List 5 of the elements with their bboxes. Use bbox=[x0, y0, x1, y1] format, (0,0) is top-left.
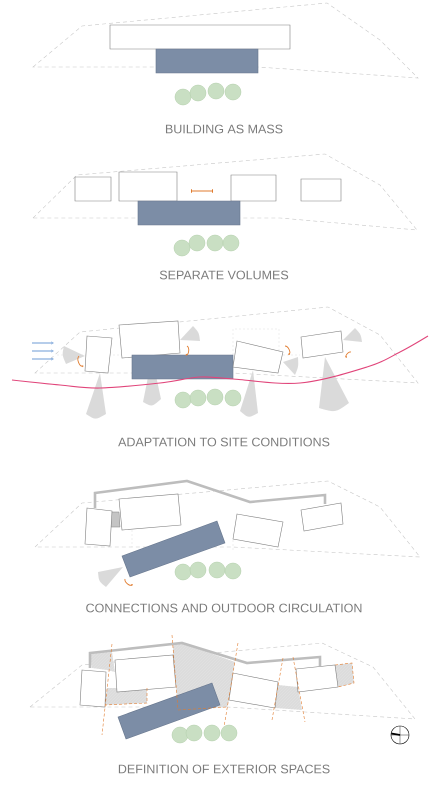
caption: BUILDING AS MASS bbox=[166, 124, 282, 134]
caption: CONNECTIONS AND OUTDOOR CIRCULATION bbox=[86, 604, 362, 612]
caption: DEFINITION OF EXTERIOR SPACES bbox=[118, 764, 330, 774]
caption: SEPARATE VOLUMES bbox=[160, 270, 288, 280]
caption: ADAPTATION TO SITE CONDITIONS bbox=[118, 438, 330, 446]
